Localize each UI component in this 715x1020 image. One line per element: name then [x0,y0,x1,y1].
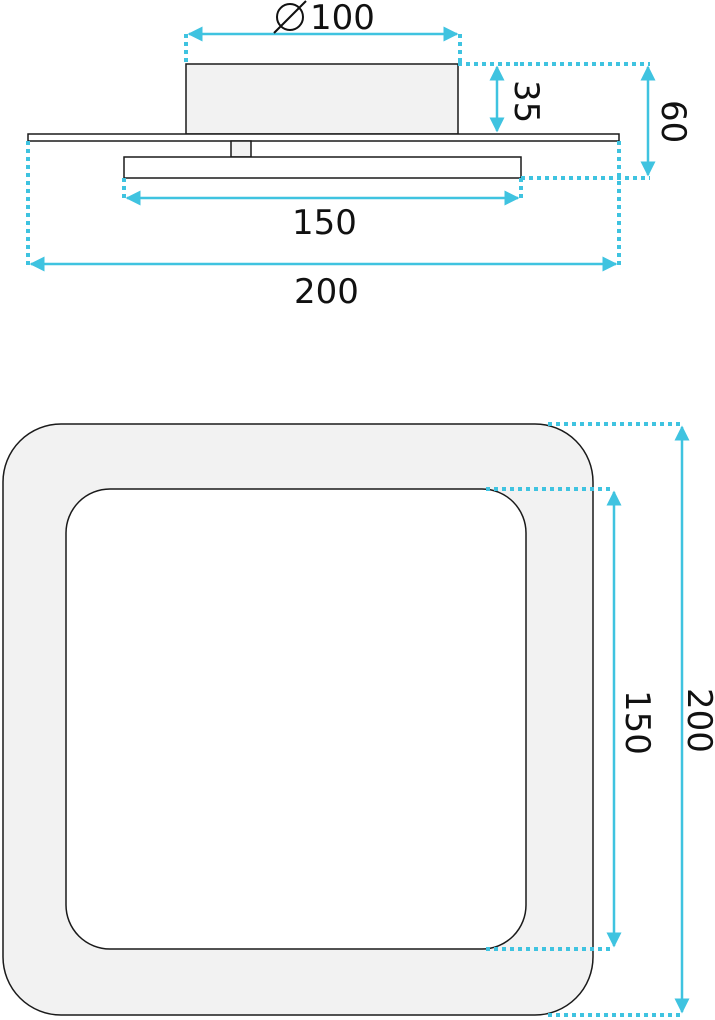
side-view: 100 35 60 150 200 [26,0,693,312]
label-canopy-diameter: 100 [310,0,375,38]
dimension-canopy-diameter: 100 [184,0,462,64]
label-outer-width: 200 [294,272,359,312]
canopy [185,63,459,135]
outer-frame-profile [27,133,620,142]
dimension-outer-width: 200 [26,141,621,312]
dimension-canopy-height: 35 [458,62,546,133]
diameter-icon [276,3,304,31]
label-canopy-height: 35 [506,80,546,123]
dimension-inner-width: 150 [122,178,523,243]
inner-frame-profile [123,156,522,179]
top-view: 150 200 [2,422,715,1017]
dimension-outer-side: 200 [548,422,715,1017]
label-inner-side: 150 [617,690,657,755]
label-outer-side: 200 [679,688,715,753]
label-inner-width: 150 [292,203,357,243]
dimension-total-height: 60 [520,62,693,180]
label-total-height: 60 [653,100,693,143]
dimension-inner-side: 150 [486,487,657,951]
diameter-icon-slash [273,0,307,34]
inner-square [65,488,527,950]
connector-stub [230,140,252,158]
